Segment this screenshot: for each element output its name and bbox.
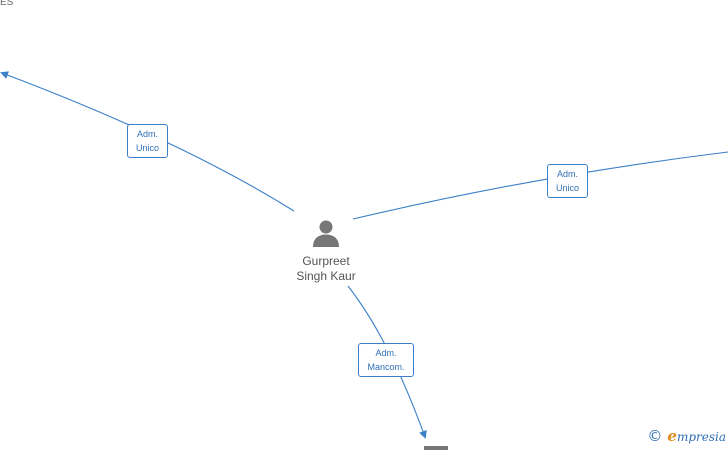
person-icon — [313, 220, 339, 247]
brand-logo-initial: e — [667, 427, 677, 445]
brand-logo-rest: mpresia — [676, 430, 726, 444]
truncated-node-label[interactable]: ES — [0, 0, 14, 8]
person-name-line2: Singh Kaur — [296, 269, 356, 283]
edge-label-right[interactable]: Adm. Unico — [547, 164, 588, 198]
edge-line-right[interactable] — [352, 151, 728, 220]
person-node[interactable]: Gurpreet Singh Kaur — [276, 218, 376, 284]
copyright-icon: © — [647, 427, 663, 445]
edge-role-type: Mancom. — [367, 362, 405, 372]
edge-role-type: Unico — [135, 143, 159, 153]
company-node-icon[interactable] — [424, 446, 448, 450]
edge-role: Adm. — [556, 169, 578, 179]
person-name: Gurpreet Singh Kaur — [276, 254, 376, 284]
edge-role: Adm. — [375, 348, 397, 358]
person-name-line1: Gurpreet — [302, 254, 350, 268]
brand-logo: empresia — [667, 427, 726, 445]
brand-watermark: © empresia — [647, 427, 726, 445]
edge-label-top-left[interactable]: Adm. Unico — [127, 124, 168, 158]
edge-role-type: Unico — [555, 183, 579, 193]
edge-role: Adm. — [136, 129, 158, 139]
edge-label-bottom[interactable]: Adm. Mancom. — [358, 343, 414, 377]
